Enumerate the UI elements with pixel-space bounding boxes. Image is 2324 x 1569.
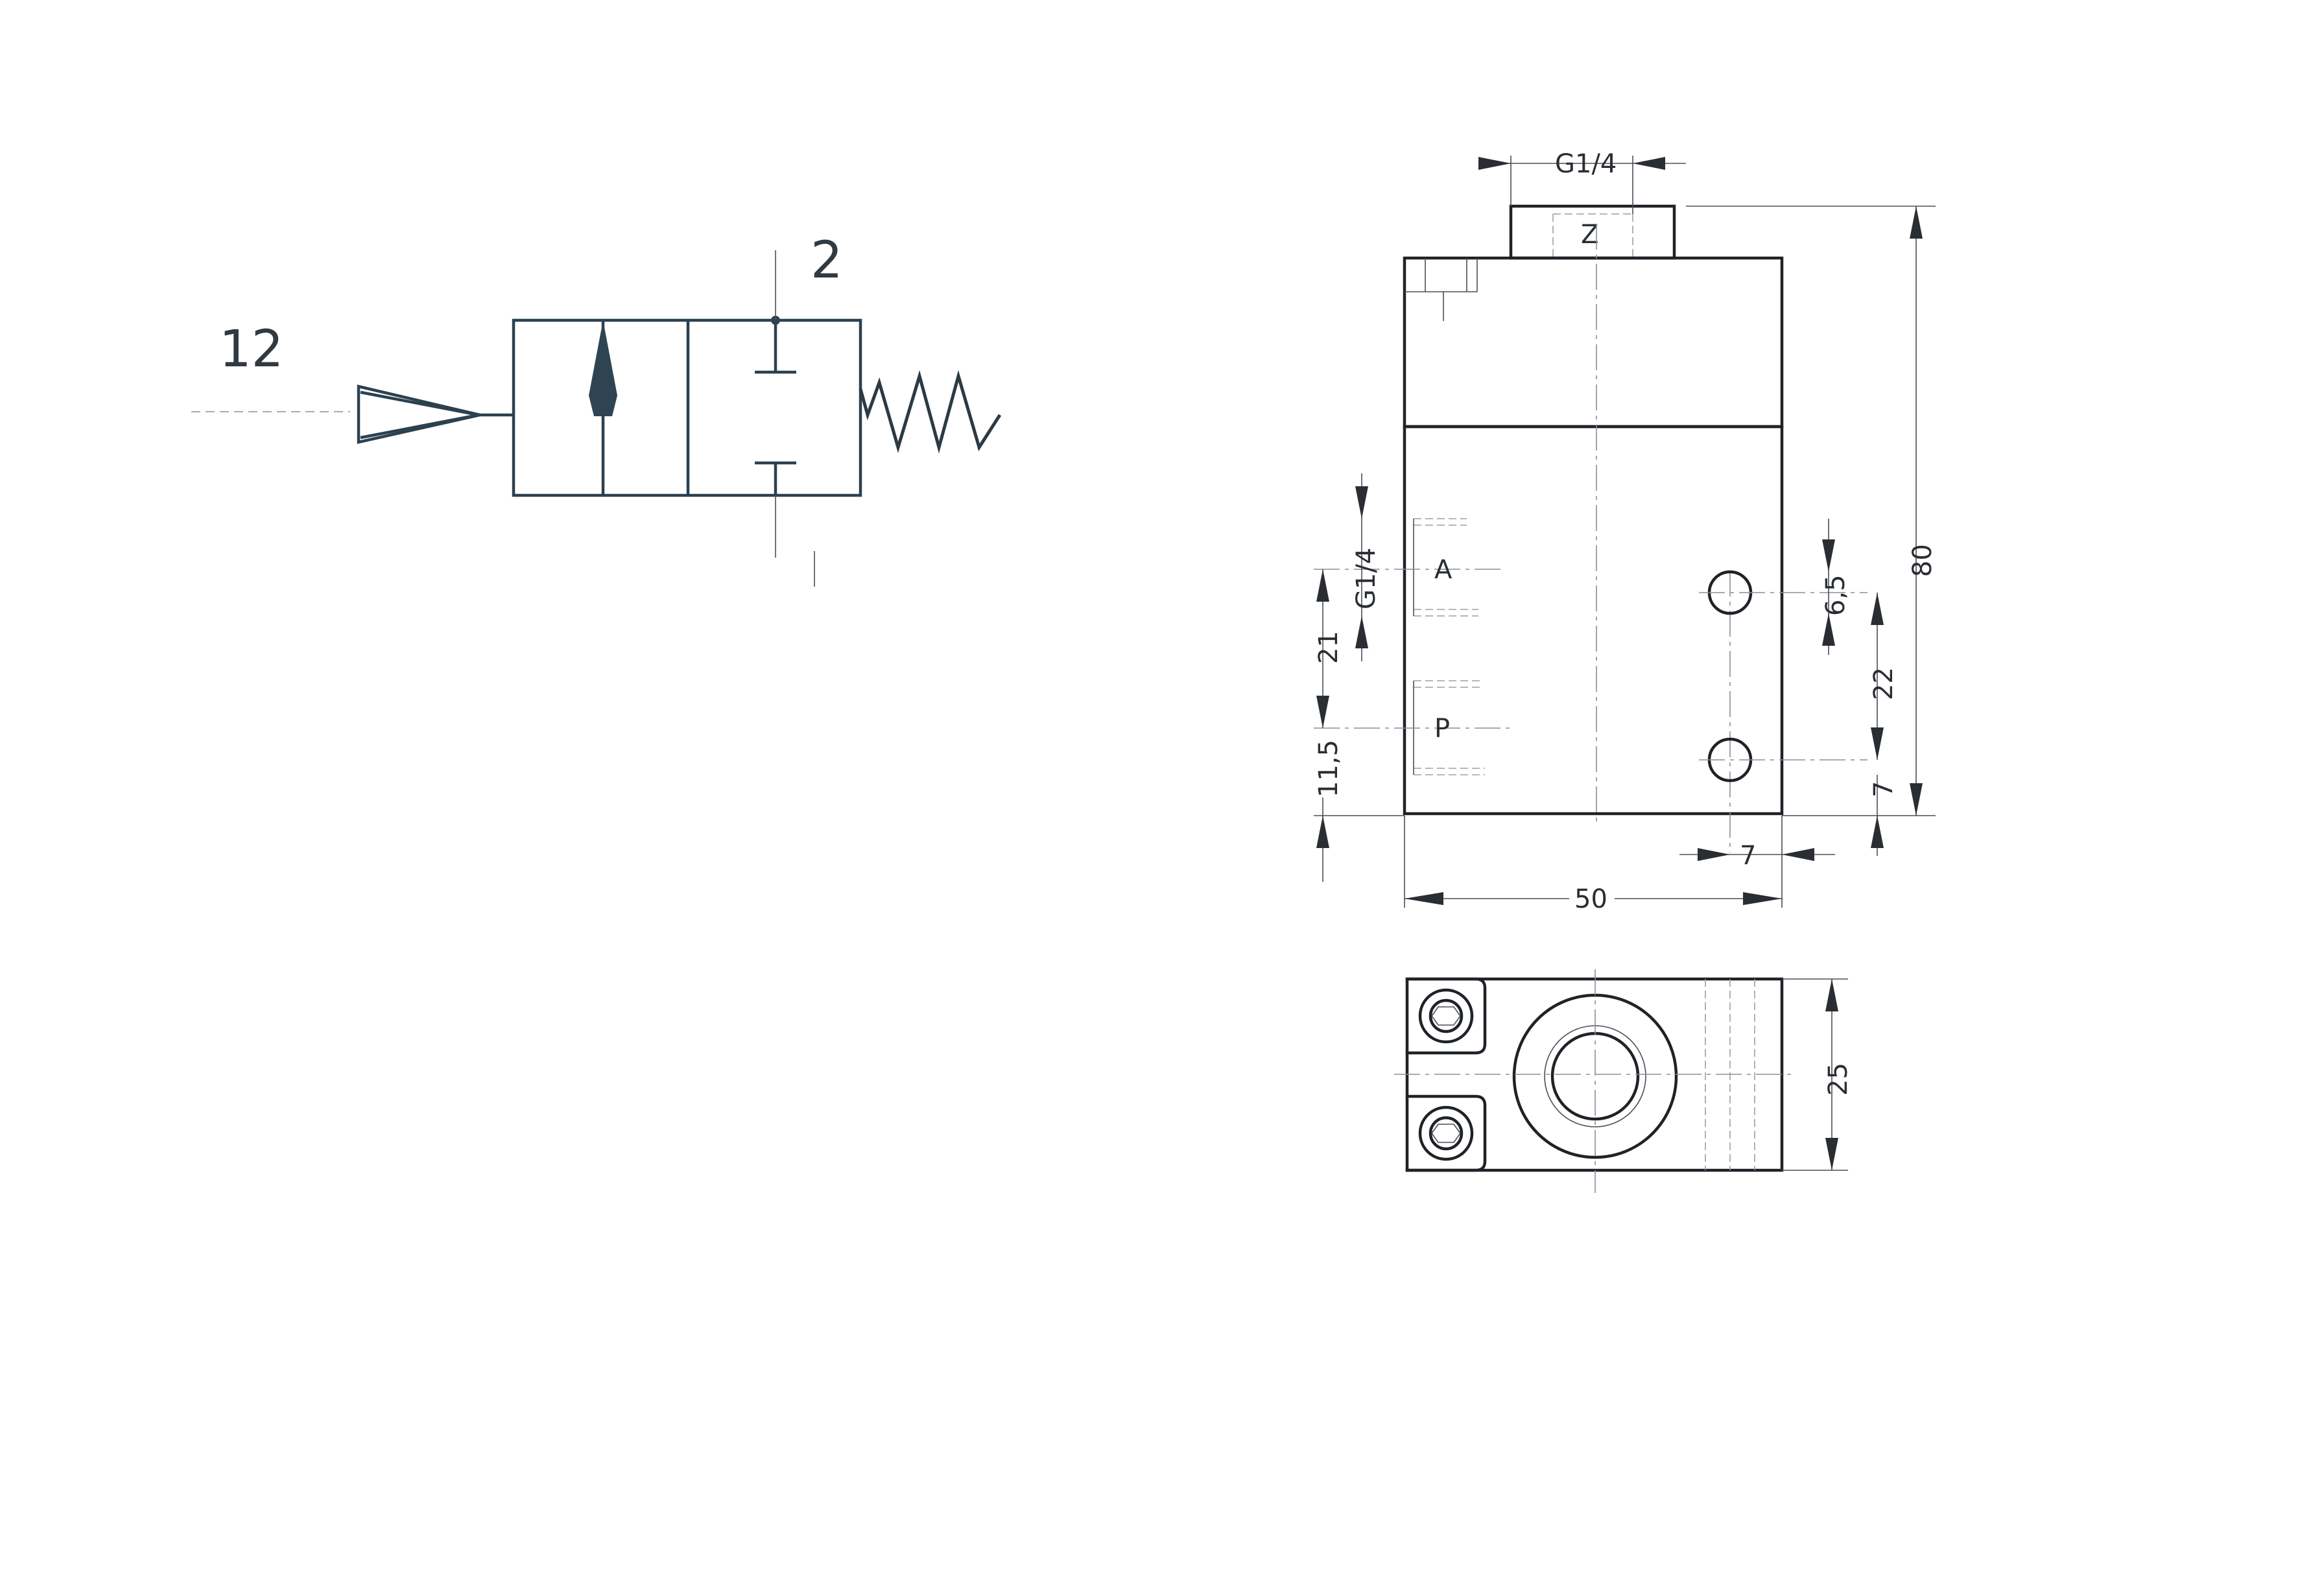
body-lower — [1403, 425, 1784, 816]
dim-hole-bottom-label: 7 — [1869, 781, 1899, 797]
port-a-label: A — [1434, 555, 1452, 585]
top-view: 25 — [1394, 969, 1853, 1193]
front-view: Z A P — [1314, 149, 1938, 914]
port-control-label: 12 — [219, 320, 283, 379]
side-thread-label: G1/4 — [1351, 548, 1381, 609]
port-p-label: P — [1434, 714, 1450, 744]
dim-width-label: 50 — [1574, 884, 1607, 914]
valve-symbol: 12 2 — [191, 231, 1002, 587]
pilot-triangle — [357, 384, 480, 444]
spring — [859, 370, 1002, 454]
bolt-lower — [1418, 1105, 1474, 1161]
flow-arrow — [589, 320, 617, 416]
dim-port-spacing-label: 21 — [1314, 631, 1344, 664]
bolt-upper — [1418, 988, 1474, 1044]
dim-hole-top-label: 6,5 — [1821, 574, 1851, 616]
body-upper — [1403, 256, 1784, 429]
port-outlet-label: 2 — [811, 231, 843, 290]
dim-depth-label: 25 — [1823, 1063, 1853, 1096]
dim-hole-spacing-label: 22 — [1869, 667, 1899, 700]
top-thread-label: G1/4 — [1555, 149, 1617, 179]
top-port-label: Z — [1581, 220, 1598, 250]
dim-height-label: 80 — [1908, 544, 1938, 577]
dim-port-bottom-label: 11,5 — [1314, 740, 1344, 797]
dim-hole-side-label: 7 — [1740, 841, 1756, 871]
